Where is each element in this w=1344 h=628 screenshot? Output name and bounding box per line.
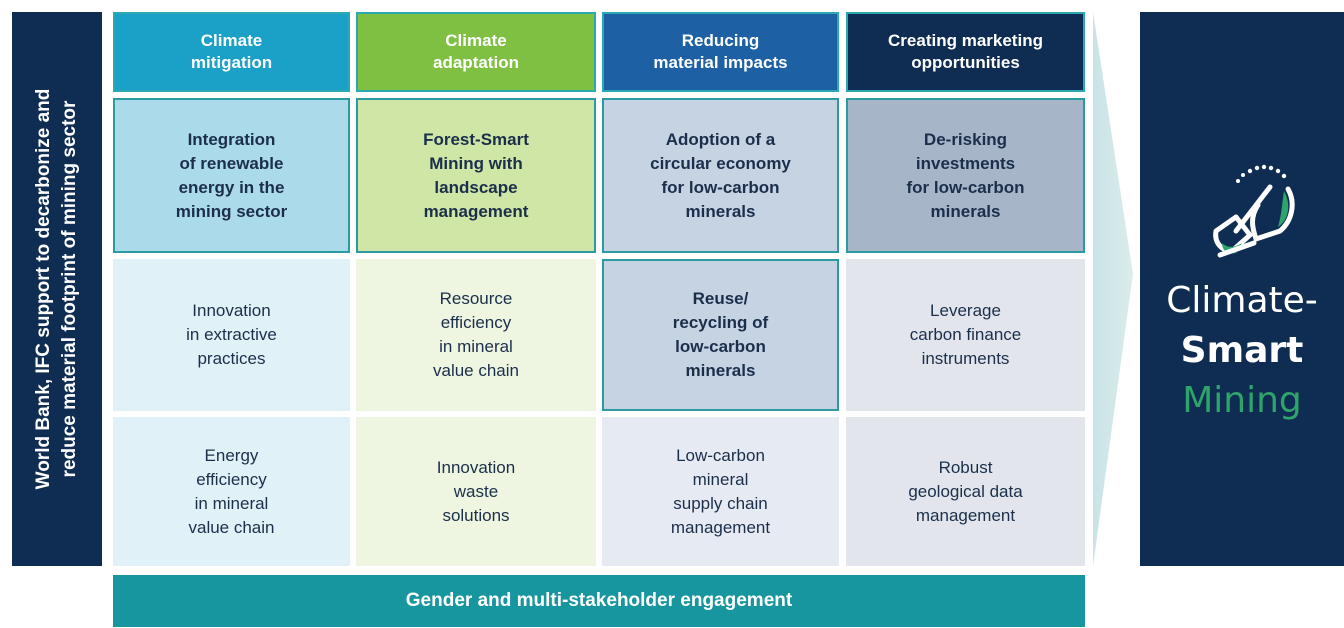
cell-line: Mining with bbox=[429, 153, 523, 173]
cell-line: in mineral bbox=[439, 337, 513, 356]
focus-cell-de-risking: De-risking investments for low-carbon miner… bbox=[846, 98, 1085, 253]
cell-line: in extractive bbox=[186, 325, 277, 344]
cell-line: minerals bbox=[685, 201, 756, 221]
cell-line: Integration bbox=[187, 129, 276, 149]
cell-line: waste bbox=[453, 481, 499, 501]
cell-line: Energy bbox=[204, 445, 259, 465]
cell-line: in mineral bbox=[194, 493, 269, 513]
cell-line: Forest-Smart bbox=[423, 129, 529, 149]
header-line: adaptation bbox=[433, 53, 519, 72]
cell-line: Resource bbox=[439, 289, 513, 308]
cell-line: energy in the bbox=[178, 177, 285, 197]
header-line: mitigation bbox=[190, 53, 273, 72]
cell-line: recycling of bbox=[672, 313, 769, 332]
focus-cell-renewable-energy: Integration of renewable energy in the mini… bbox=[113, 98, 350, 253]
cell-line: Robust bbox=[938, 457, 993, 477]
cell-line: mining sector bbox=[175, 201, 288, 221]
cell-line: efficiency bbox=[440, 313, 512, 332]
cell-line: of renewable bbox=[179, 153, 284, 173]
cell-line: instruments bbox=[921, 349, 1010, 368]
cell-line: investments bbox=[915, 153, 1016, 173]
cell-line: carbon finance bbox=[909, 325, 1022, 344]
column-header-reducing-material-impacts: Reducing material impacts bbox=[602, 12, 839, 92]
cell-line: for low-carbon bbox=[906, 177, 1025, 197]
cell-line: Innovation bbox=[436, 457, 516, 477]
sidebar-title: World Bank, IFC support to decarbonize a… bbox=[31, 19, 83, 559]
cell-innovation-extractive: Innovation in extractive practices bbox=[113, 259, 350, 411]
cell-line: circular economy bbox=[650, 153, 791, 173]
focus-cell-circular-economy: Adoption of a circular economy for low-car… bbox=[602, 98, 839, 253]
header-line: opportunities bbox=[911, 53, 1020, 72]
cell-energy-efficiency: Energy efficiency in mineral value chain bbox=[113, 417, 350, 566]
cell-line: De-risking bbox=[923, 129, 1008, 149]
focus-cell-reuse-recycling: Reuse/recycling of low-carbon minerals bbox=[602, 259, 839, 411]
cell-line: value chain bbox=[188, 517, 275, 537]
cell-supply-chain: Low-carbon mineral supply chain management bbox=[602, 417, 839, 566]
cell-line: management bbox=[670, 517, 771, 537]
cell-line: low-carbon bbox=[675, 337, 766, 356]
sidebar-title-line-2: reduce material footprint of mining sect… bbox=[59, 100, 80, 478]
header-line: Reducing bbox=[681, 31, 760, 50]
mining-shovel-bulb-icon bbox=[1213, 164, 1295, 258]
cell-line: Adoption of a bbox=[665, 129, 776, 149]
cell-line: landscape bbox=[434, 177, 518, 197]
header-line: material impacts bbox=[653, 53, 788, 72]
header-line: Climate bbox=[200, 31, 263, 50]
cell-line: management bbox=[423, 201, 529, 221]
cell-geological-data: Robust geological data management bbox=[846, 417, 1085, 566]
cell-line: Reuse/ bbox=[692, 289, 749, 308]
cell-line: Low-carbon bbox=[676, 445, 765, 465]
column-header-climate-mitigation: Climate mitigation bbox=[113, 12, 350, 92]
cell-line: mineral bbox=[692, 469, 749, 489]
cell-line: practices bbox=[197, 349, 266, 368]
cell-line: minerals bbox=[685, 361, 756, 380]
column-header-climate-adaptation: Climate adaptation bbox=[356, 12, 596, 92]
cell-resource-efficiency: Resource efficiency in mineral value chain bbox=[356, 259, 596, 411]
brand-title-line-1: Climate- bbox=[1166, 280, 1318, 321]
sidebar-title-panel: World Bank, IFC support to decarbonize a… bbox=[12, 12, 102, 566]
gender-engagement-bar: Gender and multi-stakeholder engagement bbox=[113, 575, 1085, 627]
cell-innovation-waste: Innovation waste solutions bbox=[356, 417, 596, 566]
header-line: Creating marketing bbox=[888, 31, 1043, 50]
cell-carbon-finance: Leverage carbon finance instruments bbox=[846, 259, 1085, 411]
column-header-creating-marketing-opportunities: Creating marketing opportunities bbox=[846, 12, 1085, 92]
header-line: Climate bbox=[445, 31, 507, 50]
cell-line: Innovation bbox=[192, 301, 271, 320]
cell-line: minerals bbox=[930, 201, 1001, 221]
cell-line: geological data bbox=[908, 481, 1023, 501]
right-chevron-arrow-icon bbox=[1093, 12, 1133, 566]
sidebar-title-line-1: World Bank, IFC support to decarbonize a… bbox=[33, 88, 54, 490]
brand-title-line-3: Mining bbox=[1182, 380, 1302, 421]
cell-line: value chain bbox=[432, 361, 519, 380]
cell-line: efficiency bbox=[196, 469, 267, 489]
cell-line: Leverage bbox=[930, 301, 1001, 320]
cell-line: management bbox=[915, 505, 1016, 525]
cell-line: solutions bbox=[442, 505, 510, 525]
brand-panel: Climate- Smart Mining bbox=[1140, 12, 1344, 566]
brand-title-line-2: Smart bbox=[1180, 330, 1304, 371]
cell-line: supply chain bbox=[673, 493, 768, 513]
cell-line: for low-carbon bbox=[661, 177, 780, 197]
